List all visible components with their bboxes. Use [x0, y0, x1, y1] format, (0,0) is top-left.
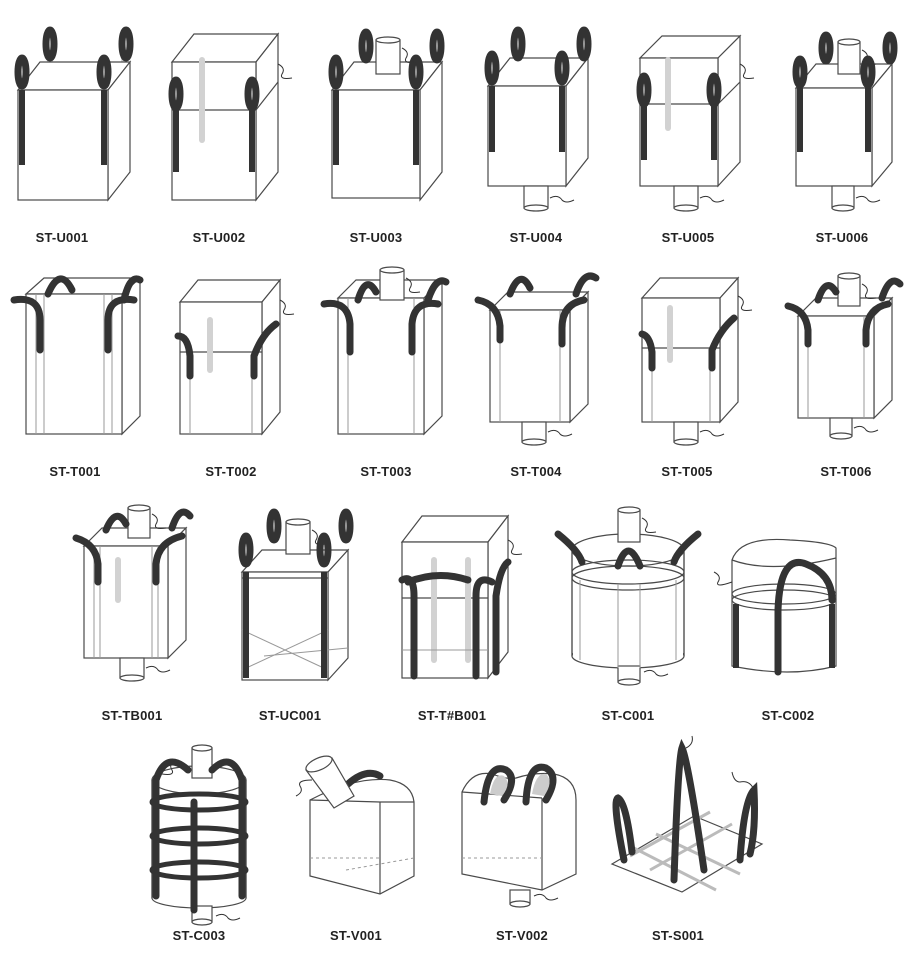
- product-code: ST-C003: [172, 928, 226, 943]
- tubular-bag-spout-top-bottom-icon: [784, 272, 904, 440]
- two-loop-bag-icon: [461, 763, 577, 908]
- sling-bag-icon: [610, 735, 764, 893]
- u-panel-cross-corner-bag-icon: [238, 508, 354, 682]
- product-code: ST-T001: [49, 464, 101, 479]
- circular-bag-cross-loop-icon: [713, 538, 837, 676]
- product-code: ST-C002: [761, 708, 815, 723]
- product-code: ST-TB001: [101, 708, 163, 723]
- circular-bag-belted-icon: [149, 744, 249, 926]
- product-code: ST-U002: [192, 230, 246, 245]
- product-code: ST-T002: [205, 464, 257, 479]
- baffle-bag-icon: [72, 504, 194, 682]
- product-code: ST-V002: [496, 928, 548, 943]
- tubular-baffle-bag-icon: [398, 514, 523, 680]
- product-code: ST-T006: [820, 464, 872, 479]
- u-panel-bag-spout-top-bottom-icon: [792, 31, 898, 212]
- product-code: ST-U001: [35, 230, 89, 245]
- u-panel-bag-spout-top-icon: [328, 28, 445, 202]
- product-code: ST-U004: [509, 230, 563, 245]
- product-code: ST-T#B001: [417, 708, 487, 723]
- product-code: ST-U006: [815, 230, 869, 245]
- product-code: ST-T003: [360, 464, 412, 479]
- product-code: ST-T004: [510, 464, 562, 479]
- tubular-bag-spout-bottom-icon: [474, 272, 600, 446]
- product-code: ST-C001: [601, 708, 655, 723]
- tubular-bag-icon: [10, 275, 144, 436]
- tubular-bag-duffle-top-icon: [174, 278, 295, 436]
- product-code: ST-T005: [661, 464, 713, 479]
- u-panel-bag-icon: [14, 26, 134, 202]
- tubular-bag-duffle-spout-bottom-icon: [638, 276, 753, 446]
- product-code: ST-V001: [330, 928, 382, 943]
- u-panel-bag-spout-bottom-icon: [484, 26, 592, 212]
- circular-bag-spouts-icon: [554, 506, 702, 686]
- u-panel-bag-duffle-spout-bottom-icon: [636, 34, 755, 212]
- product-code: ST-S001: [652, 928, 704, 943]
- product-code: ST-UC001: [258, 708, 322, 723]
- tubular-bag-spout-top-icon: [320, 266, 450, 436]
- u-panel-bag-duffle-top-icon: [168, 32, 293, 202]
- product-code: ST-U005: [661, 230, 715, 245]
- single-loop-bag-spout-icon: [295, 755, 415, 895]
- product-code: ST-U003: [349, 230, 403, 245]
